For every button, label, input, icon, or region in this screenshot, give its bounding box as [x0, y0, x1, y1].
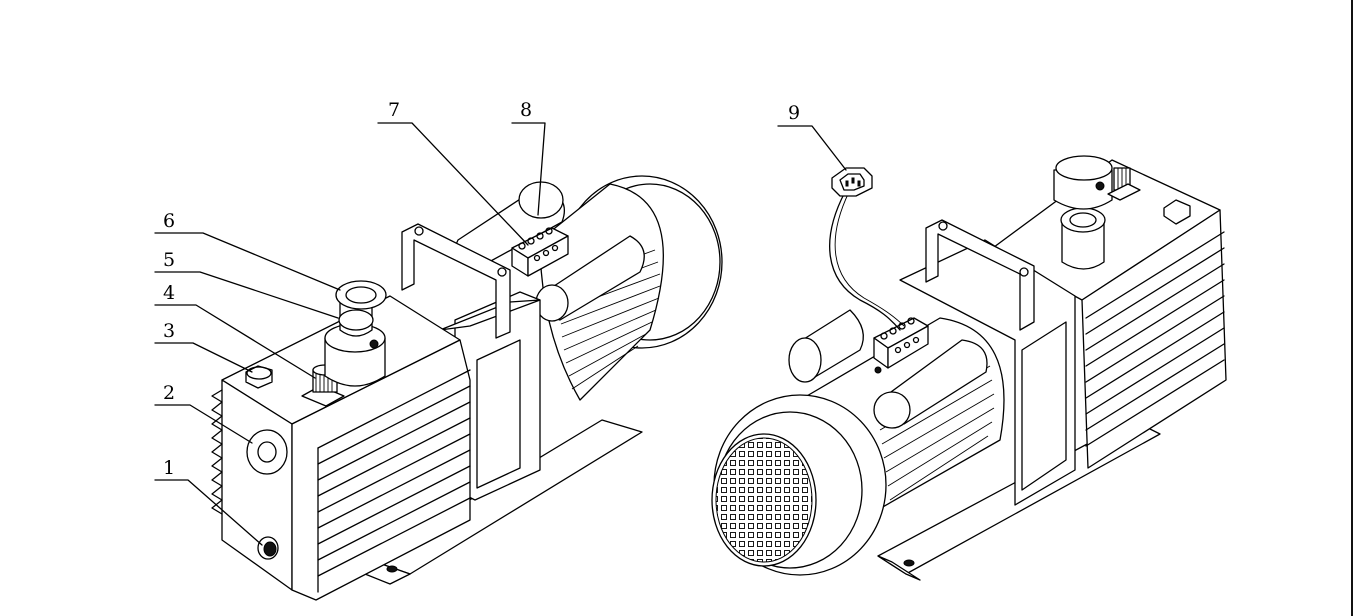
leader-3: [154, 342, 253, 373]
oil-filler-plug: [245, 365, 273, 389]
callout-8: 8: [520, 99, 532, 121]
right-inlet-port: [1053, 155, 1113, 270]
callout-4: 4: [163, 282, 175, 304]
callout-6: 6: [163, 210, 175, 232]
callout-1: 1: [163, 457, 175, 479]
leader-6: [154, 232, 341, 291]
left-terminal-box: [511, 227, 569, 277]
callout-leaders: [154, 122, 847, 546]
right-housing-fins: [1085, 231, 1225, 447]
right-gas-ballast-valve: [1107, 167, 1141, 201]
right-border-line: [1351, 0, 1353, 616]
callout-9: 9: [788, 102, 800, 124]
callout-3: 3: [163, 320, 175, 342]
power-socket: [831, 167, 873, 197]
callout-labels: 1 2 3 4 5 6 7 8 9: [163, 99, 800, 479]
left-capacitor: [535, 235, 645, 322]
callout-7: 7: [388, 99, 400, 121]
left-housing-fins: [317, 369, 471, 593]
oil-sight-glass: [246, 429, 288, 475]
right-handle: [925, 219, 1035, 331]
leader-1: [154, 479, 263, 546]
callout-2: 2: [163, 382, 175, 404]
left-handle: [401, 223, 511, 339]
inlet-port: [324, 280, 387, 387]
drain-plug: [257, 536, 279, 560]
power-cord: [829, 191, 905, 331]
left-bracket-frame: [439, 291, 541, 501]
right-terminal-box: [873, 317, 929, 374]
leader-7: [377, 122, 529, 246]
right-pump-housing: [989, 159, 1227, 469]
left-rear-cylinder: [454, 181, 566, 269]
left-motor: [454, 175, 723, 401]
right-fan-cover: [711, 394, 887, 576]
left-pump: [211, 175, 723, 601]
left-edge-fins: [211, 389, 223, 515]
callout-5: 5: [163, 249, 175, 271]
leader-5: [154, 271, 339, 319]
leader-4: [154, 304, 316, 379]
right-pump: [711, 155, 1227, 581]
right-motor: [711, 309, 1005, 576]
leader-8: [511, 122, 546, 216]
leader-2: [154, 404, 253, 444]
leader-9: [777, 125, 847, 171]
